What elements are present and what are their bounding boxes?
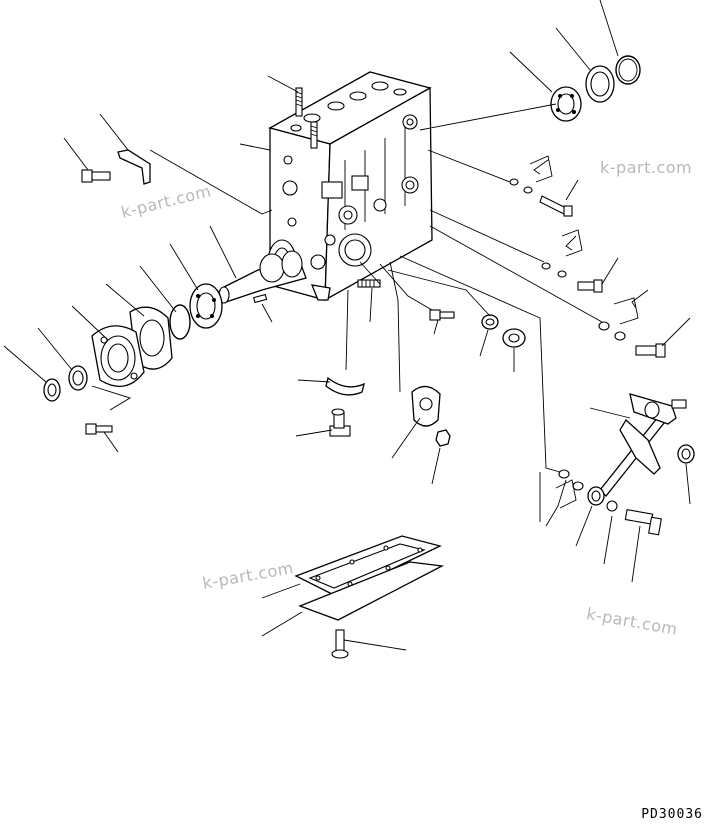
oil-seal: [68, 365, 88, 391]
group-brackets: [529, 155, 639, 509]
washer-set-1: [509, 178, 533, 194]
leader-lines: [3, 0, 691, 651]
cover-plate: [411, 385, 441, 427]
eye-joint: [587, 486, 618, 512]
bottom-cover: [294, 535, 442, 597]
nut: [435, 429, 451, 447]
bottom-gasket: [298, 561, 445, 621]
o-ring: [615, 55, 641, 85]
bolt-2: [577, 279, 603, 293]
drawing-code: PD30036: [641, 807, 703, 822]
camshaft: [218, 250, 307, 304]
snap-ring: [169, 304, 191, 340]
bushing: [677, 444, 695, 464]
bearing: [189, 283, 223, 329]
plug: [502, 328, 526, 348]
cover-screw: [331, 629, 349, 659]
collar: [43, 378, 61, 402]
bolt-3: [635, 343, 666, 358]
hollow-screw: [329, 408, 351, 437]
washer-middle: [481, 314, 499, 330]
bearing-cover: [91, 325, 145, 388]
stud-bolts: [295, 87, 318, 149]
key: [253, 293, 268, 304]
bearing-shell: [325, 376, 365, 396]
lever-shaft: [599, 393, 687, 497]
pump-housing: [267, 71, 433, 302]
washer-set-2: [541, 262, 567, 278]
bracket: [117, 149, 151, 185]
bolt-middle: [429, 309, 455, 321]
bracket-bolt: [81, 169, 111, 183]
bearing-ring-a: [550, 86, 582, 122]
bolt-stud-middle: [357, 279, 381, 288]
watermark-top-right: k-part.com: [600, 158, 693, 177]
washer-set-3: [598, 321, 626, 341]
eye-bolt: [624, 509, 662, 536]
bearing-ring-b: [585, 65, 615, 103]
bolt-1: [539, 195, 573, 217]
cover-bolt: [85, 423, 113, 435]
